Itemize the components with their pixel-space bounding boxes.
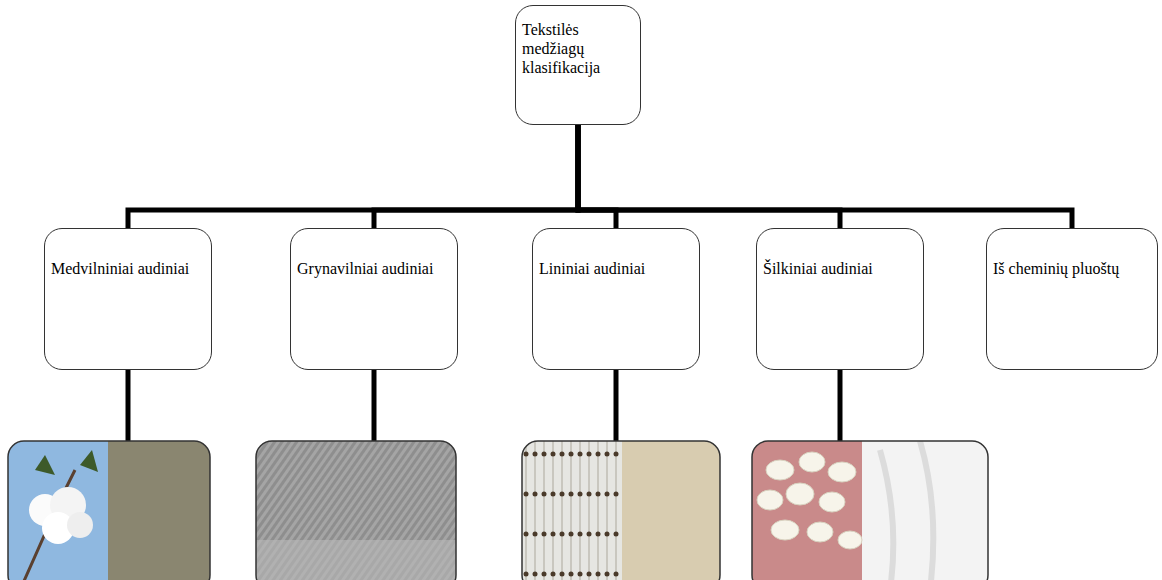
node-label: Grynavilniai audiniai: [297, 259, 449, 278]
category-box: Grynavilniai audiniai: [290, 228, 458, 370]
category-box: Lininiai audiniai: [532, 228, 700, 370]
category-box: Iš cheminių pluoštų: [986, 228, 1158, 370]
node-label: Lininiai audiniai: [539, 259, 691, 278]
tree-connector: [128, 125, 578, 228]
node-label: Šilkiniai audiniai: [763, 259, 915, 278]
category-box: Šilkiniai audiniai: [756, 228, 924, 370]
tree-connector: [374, 125, 578, 228]
node-label: Iš cheminių pluoštų: [993, 259, 1149, 278]
root-box: Tekstilės medžiagų klasifikacija: [515, 5, 641, 125]
category-box: Medvilniniai audiniai: [44, 228, 212, 370]
tree-connector: [578, 125, 1072, 228]
tree-connector: [578, 125, 616, 228]
tree-connector: [578, 125, 840, 228]
node-label: Medvilniniai audiniai: [51, 259, 203, 278]
node-label: Tekstilės medžiagų klasifikacija: [522, 20, 632, 77]
